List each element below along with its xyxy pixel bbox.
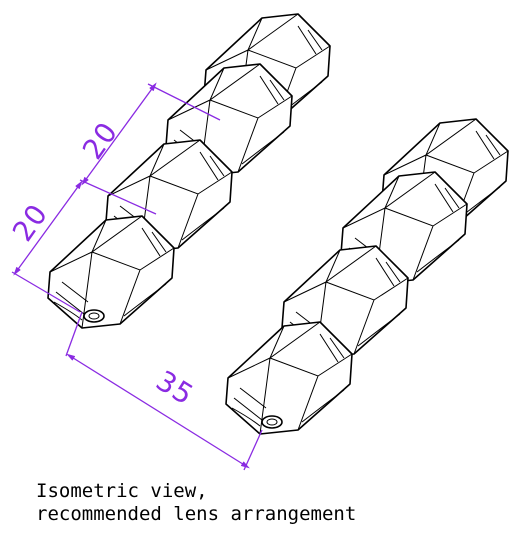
dimension-line-row [66, 353, 250, 469]
left-lens-strip [47, 13, 331, 329]
extension-line [243, 429, 263, 471]
dimension-line-lower [13, 180, 83, 276]
extension-line [147, 83, 221, 121]
dimension-label-row: 35 [150, 364, 199, 412]
lens-module [225, 321, 353, 435]
lens-module [47, 215, 175, 329]
caption-line-1: Isometric view, [36, 480, 208, 502]
right-lens-strip [225, 118, 509, 435]
dimension-label-upper: 20 [76, 116, 125, 166]
dimension-line-upper [81, 82, 157, 186]
caption: Isometric view, recommended lens arrange… [36, 480, 356, 526]
extension-line [11, 271, 81, 313]
dimension-label-lower: 20 [6, 198, 55, 248]
dimension-lines [11, 82, 263, 471]
extension-line [65, 311, 83, 357]
caption-line-2: recommended lens arrangement [36, 503, 357, 525]
